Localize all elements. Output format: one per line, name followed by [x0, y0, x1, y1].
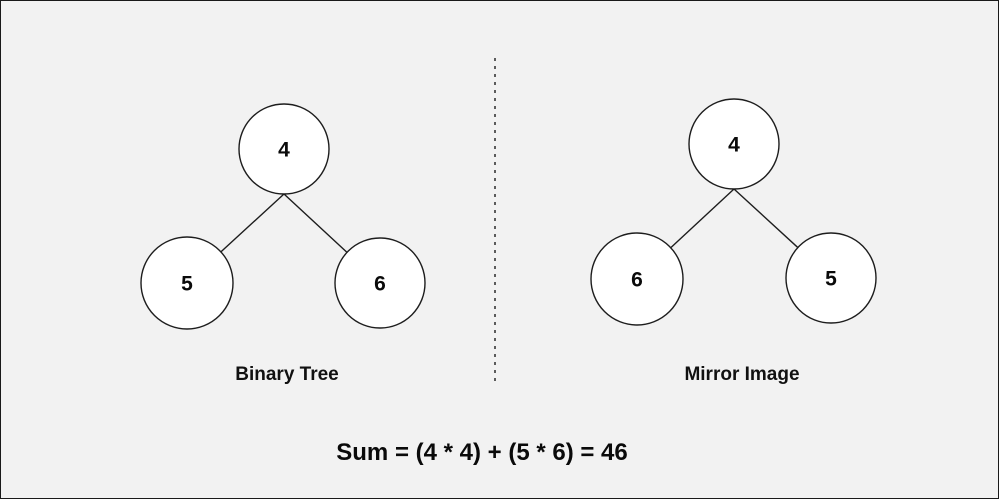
panel-binary-tree: 4 5 6 Binary Tree [140, 103, 426, 385]
tree-edge-root-to-left [220, 193, 285, 253]
node-value-label: 6 [631, 269, 643, 292]
node-value-label: 5 [181, 273, 193, 296]
node-circle [140, 236, 234, 330]
node-circle [785, 232, 877, 324]
tree-node-right-child: 5 [785, 232, 877, 324]
node-value-label: 4 [278, 139, 290, 162]
tree-node-root: 4 [688, 98, 780, 190]
node-value-label: 6 [374, 273, 386, 296]
tree-node-root: 4 [238, 103, 330, 195]
node-circle [688, 98, 780, 190]
panel-caption-mirror-image: Mirror Image [684, 364, 799, 385]
panel-mirror-image: 4 6 5 Mirror Image [590, 98, 877, 385]
tree-node-right-child: 6 [334, 237, 426, 329]
tree-node-left-child: 6 [590, 232, 684, 326]
sum-formula-text: Sum = (4 * 4) + (5 * 6) = 46 [336, 439, 627, 466]
panel-caption-binary-tree: Binary Tree [235, 364, 339, 385]
tree-edge-root-to-right [283, 193, 348, 253]
node-circle [334, 237, 426, 329]
node-circle [590, 232, 684, 326]
tree-node-left-child: 5 [140, 236, 234, 330]
node-circle [238, 103, 330, 195]
tree-edge-root-to-left [670, 188, 735, 249]
node-value-label: 5 [825, 268, 837, 291]
tree-edge-root-to-right [733, 188, 799, 249]
node-value-label: 4 [728, 134, 740, 157]
